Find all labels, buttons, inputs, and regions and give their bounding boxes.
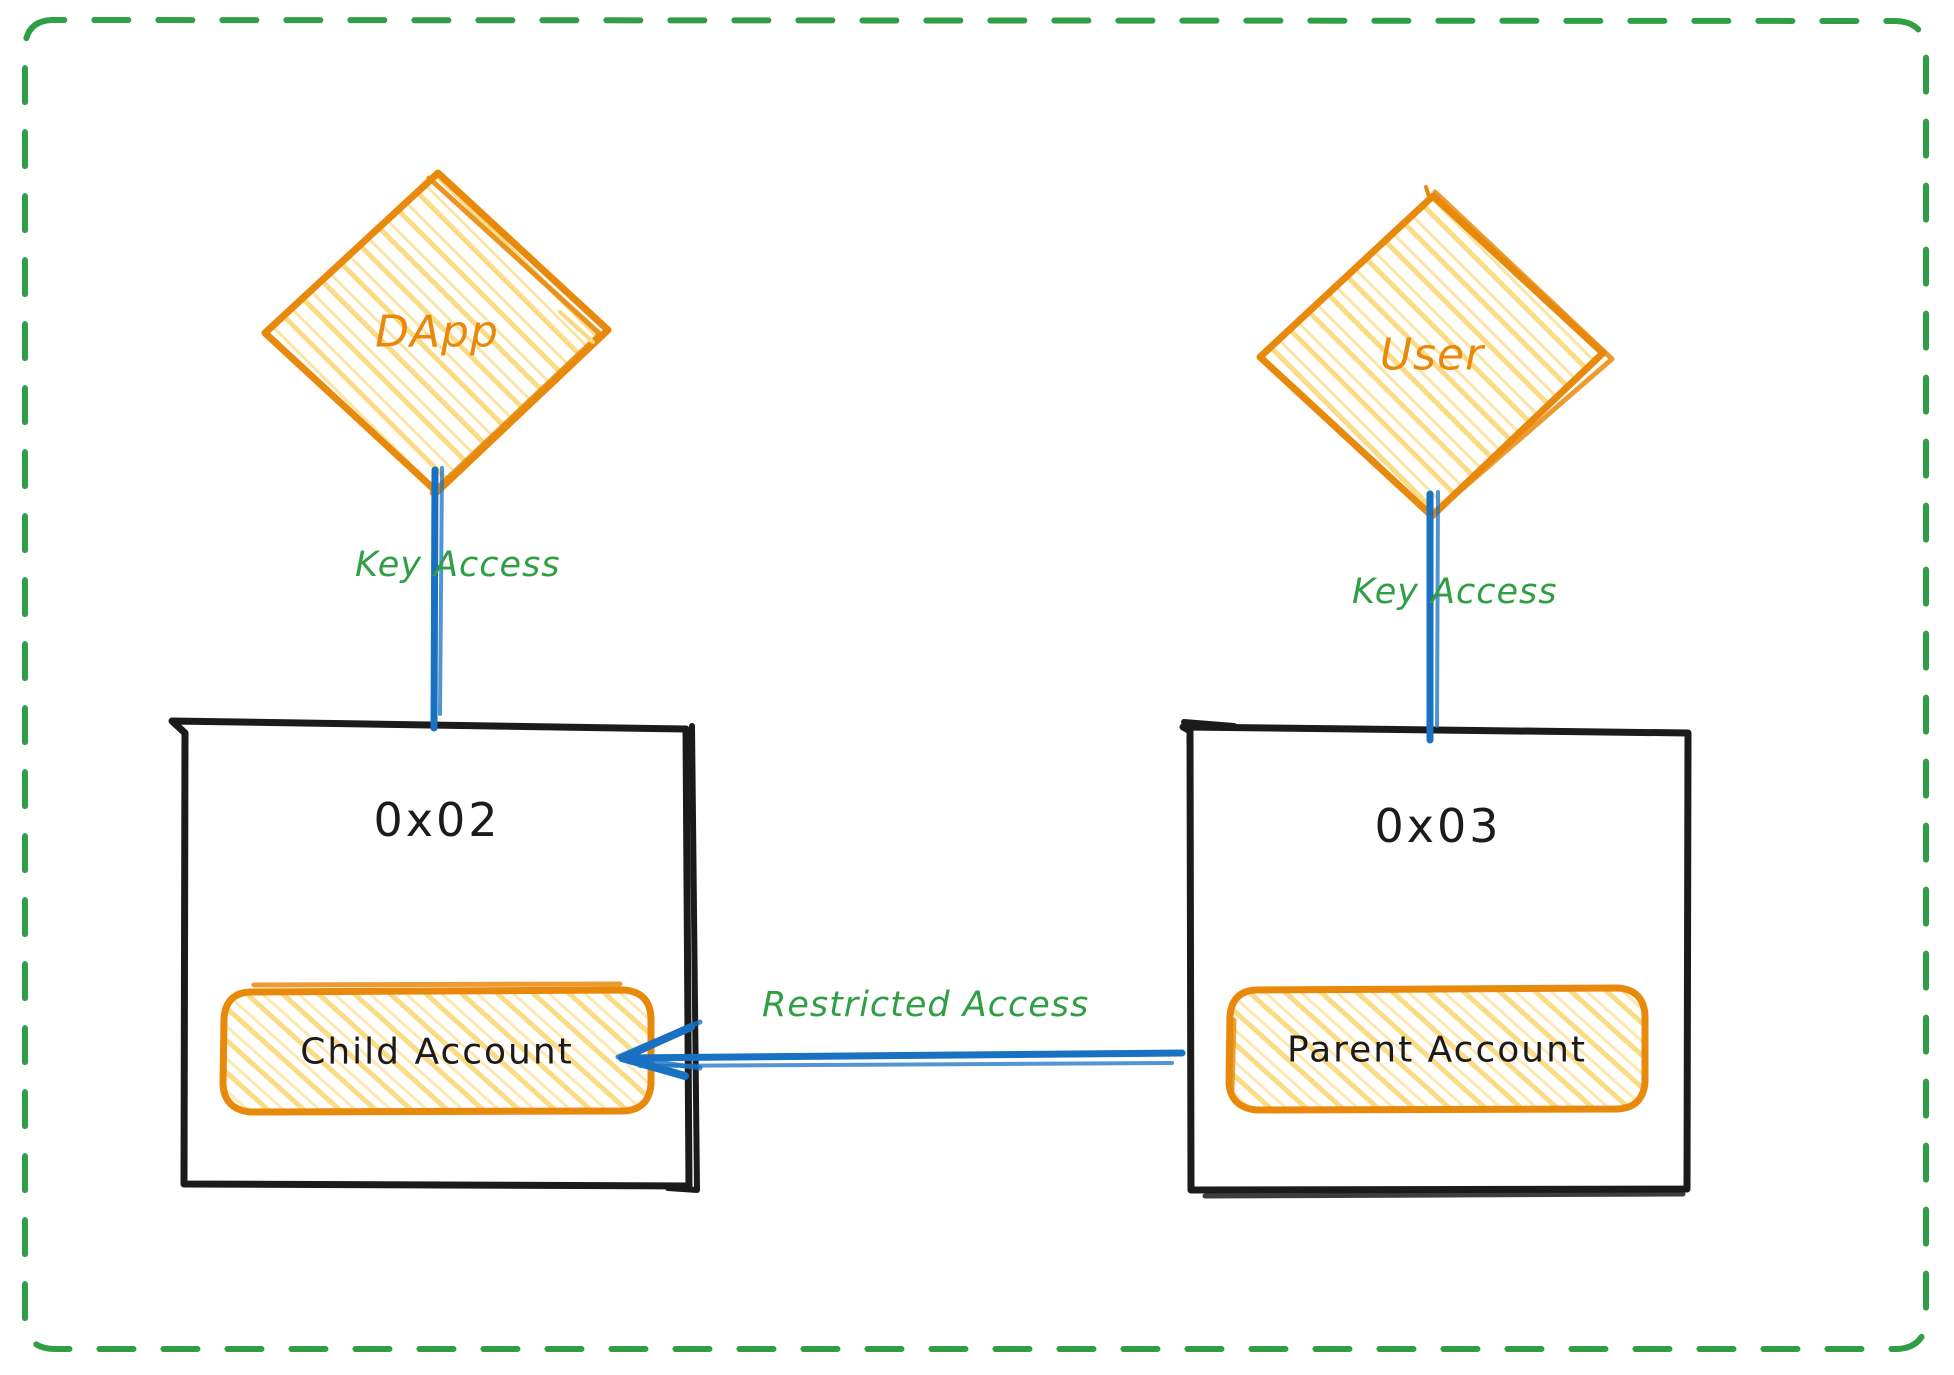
user-diamond[interactable] <box>1256 185 1615 520</box>
dapp-diamond[interactable] <box>261 169 612 496</box>
child-account-pill[interactable] <box>219 981 655 1116</box>
arrow-parent-to-child <box>615 1019 1186 1080</box>
arrow-user-to-parent <box>1426 490 1440 744</box>
dashed-boundary <box>22 16 1929 1352</box>
arrow-dapp-to-child <box>430 466 444 732</box>
child-account-box[interactable] <box>168 717 700 1193</box>
parent-account-pill[interactable] <box>1225 984 1649 1114</box>
parent-account-box[interactable] <box>1179 719 1692 1199</box>
